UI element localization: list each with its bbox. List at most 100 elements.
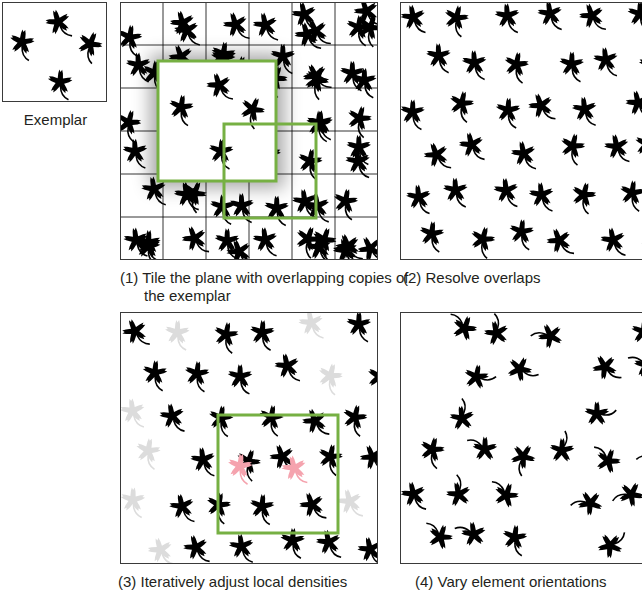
leaf-element [576, 2, 608, 36]
leaf-element [357, 441, 378, 477]
leaf-element [627, 2, 642, 31]
step-caption: (4) Vary element orientations [415, 573, 641, 591]
leaf-element [528, 182, 555, 213]
leaf-element [453, 513, 491, 551]
leaf-element [122, 139, 147, 169]
leaf-element [543, 225, 576, 260]
step-panel: (3) Iteratively adjust local densities [120, 312, 378, 564]
leaf-element [339, 402, 370, 437]
leaf-element [43, 7, 74, 42]
leaf-element [449, 312, 480, 343]
tile-ground [158, 61, 276, 181]
leaf-element [494, 97, 521, 129]
leaf-element [141, 359, 169, 391]
leaf-element [248, 319, 275, 351]
leaf-element [297, 312, 326, 341]
leaf-element [314, 442, 345, 476]
grid-line [292, 2, 293, 260]
leaf-element [46, 69, 73, 100]
leaf-element [120, 107, 144, 142]
step-panel: (1) Tile the plane with overlapping copi… [120, 2, 378, 260]
leaf-element [592, 441, 623, 476]
leaf-element [181, 532, 212, 564]
leaf-element [442, 474, 477, 511]
leaf-element [612, 479, 642, 509]
leaf-element [638, 51, 642, 82]
leaf-element [545, 430, 583, 468]
leaf-element [640, 228, 642, 260]
leaf-element [570, 485, 607, 519]
leaf-element [120, 487, 146, 518]
leaf-element [617, 179, 642, 212]
leaf-element [7, 28, 36, 61]
leaf-element [346, 134, 371, 164]
leaf-element [120, 397, 146, 429]
leaf-element [635, 440, 642, 475]
leaf-element [356, 535, 378, 564]
resolved-elements [400, 2, 642, 260]
leaf-element [592, 46, 619, 77]
leaf-element [135, 229, 162, 260]
leaf-element [158, 402, 187, 435]
leaf-element [421, 139, 454, 175]
leaf-element [210, 320, 240, 354]
leaf-element [172, 16, 202, 50]
grid-line [335, 2, 336, 260]
leaf-element [507, 218, 535, 250]
leaf-element [595, 530, 629, 560]
leaf-element [623, 88, 642, 122]
leaf-element [500, 523, 529, 556]
step-caption: (2) Resolve overlaps [403, 269, 639, 287]
leaf-element [228, 533, 255, 564]
leaf-element [400, 99, 425, 130]
leaf-element [72, 28, 107, 65]
leaf-element [145, 535, 176, 564]
removed-element [279, 453, 309, 487]
leaf-element [330, 186, 360, 220]
leaf-element [166, 93, 195, 126]
leaf-element [204, 70, 235, 105]
step-caption: (3) Iteratively adjust local densities [118, 573, 418, 591]
leaf-element [405, 184, 431, 215]
leaf-element [346, 312, 372, 342]
leaf-element [248, 493, 276, 525]
leaf-element [503, 439, 540, 477]
leaf-element [189, 446, 216, 478]
leaf-element [466, 224, 498, 259]
exemplar-window [224, 124, 316, 218]
leaf-element [354, 232, 378, 260]
leaf-element [571, 96, 598, 127]
leaf-element [256, 403, 286, 437]
leaf-element [462, 50, 487, 80]
density-elements [120, 312, 378, 564]
leaf-element [502, 352, 540, 390]
leaf-element [296, 489, 328, 524]
leaf-element [599, 226, 628, 259]
step-caption: (1) Tile the plane with overlapping copi… [120, 269, 420, 305]
leaf-element [168, 492, 197, 525]
leaf-element [424, 517, 455, 552]
leaf-element [120, 23, 144, 56]
leaf-element [400, 480, 428, 513]
leaf-element [120, 316, 152, 352]
oriented-elements [400, 312, 642, 560]
leaf-element [369, 221, 378, 258]
leaf-element [494, 3, 520, 33]
leaf-element [530, 317, 568, 353]
step-panel: (2) Resolve overlaps [400, 2, 642, 260]
leaf-element [627, 316, 642, 350]
leaf-element [416, 434, 448, 469]
leaf-element [445, 88, 476, 123]
leaf-element [342, 103, 374, 139]
leaf-element [251, 11, 280, 44]
tiled-elements [120, 2, 378, 260]
leaf-element [207, 138, 234, 169]
leaf-element [465, 428, 502, 466]
leaf-element [400, 3, 428, 36]
leaf-element [299, 405, 331, 440]
leaf-element [480, 313, 514, 350]
leaf-element [501, 50, 531, 84]
exemplar-elements [7, 7, 106, 100]
removed-element [225, 452, 253, 485]
leaf-element [227, 364, 252, 394]
